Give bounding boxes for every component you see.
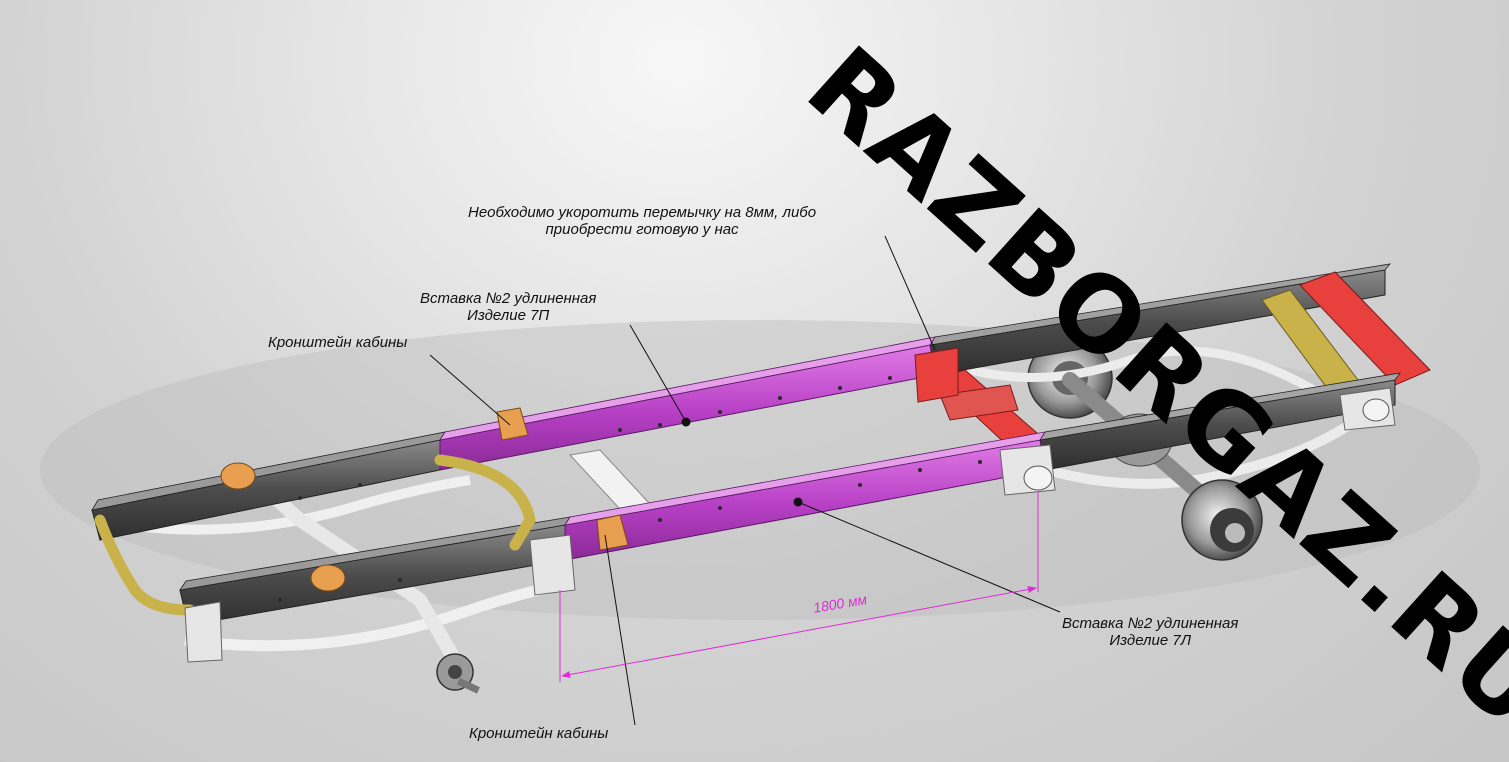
note-line-1: Необходимо укоротить перемычку на 8мм, л… [468,204,817,221]
insert-7p-line-1: Вставка №2 удлиненная [420,290,597,307]
front-shackle-near [184,601,223,663]
rear-leaf-spring-near [1028,406,1374,489]
rear-leaf-spring-far [938,346,1333,404]
rear-spring-eye [1023,465,1053,491]
insert-7l-label: Вставка №2 удлиненная Изделие 7Л [1062,615,1238,649]
spring-pad-far [220,462,256,490]
dimension-1800 [559,492,1039,682]
crossmember-bracket [939,384,1019,421]
note-jumper-label: Необходимо укоротить перемычку на 8мм, л… [468,204,816,238]
front-bracket-near [529,534,576,596]
leader-insert-7p [629,324,687,423]
leader-dot-7p [681,417,691,427]
note-line-2: приобрести готовую у нас [545,221,739,238]
rear-drum-near [1181,479,1263,561]
front-leaf-spring-far [94,475,471,535]
jumper-bracket [914,347,959,403]
leader-cab-bracket-top [429,354,511,426]
insert-7p-label: Вставка №2 удлиненная Изделие 7П [420,290,596,324]
insert-7l-line-2: Изделие 7Л [1109,632,1191,649]
cab-bracket-top-text: Кронштейн кабины [268,334,408,351]
rear-end-eye [1362,398,1390,422]
front-stabilizer-near [94,514,196,616]
insert-7l [564,431,1046,561]
cab-bracket-top-label: Кронштейн кабины [268,334,407,351]
cab-bracket-far [496,407,529,441]
leader-dot-7l [793,497,803,507]
cab-bracket-bottom-text: Кронштейн кабины [469,725,609,742]
cab-bracket-bottom-label: Кронштейн кабины [469,725,608,742]
rear-end-crossmember [1299,271,1431,386]
insert-7p-line-2: Изделие 7П [467,307,550,324]
dimension-line [561,585,1037,679]
leader-note [884,235,936,351]
insert-7l-line-1: Вставка №2 удлиненная [1062,615,1239,632]
cab-bracket-near [596,514,629,551]
front-leaf-spring-near [184,579,566,652]
front-stabilizer-far [434,454,536,551]
spring-pad-near [310,564,346,592]
front-hub [436,653,480,694]
frame-holes [278,376,982,602]
